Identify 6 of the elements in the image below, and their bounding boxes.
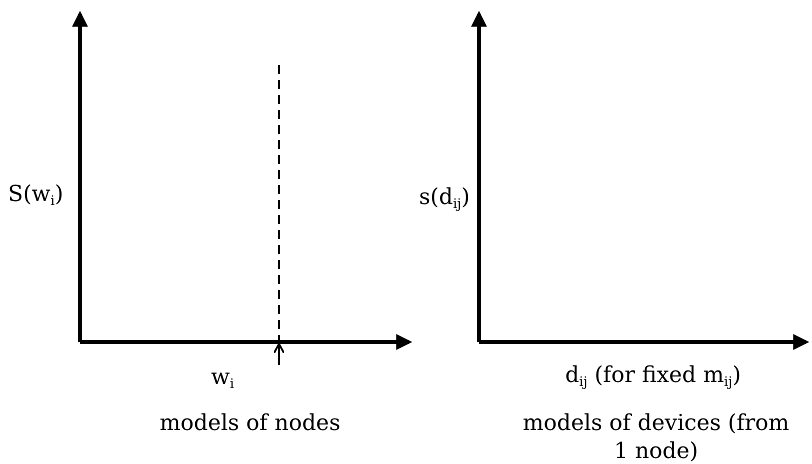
axis-label: s(d$_{ij}$)	[419, 184, 470, 212]
axis-label: w$_{i}$	[211, 364, 234, 392]
caption: models of devices (from 1 node)	[522, 410, 790, 464]
axis-label: S(w$_{i}$)	[8, 181, 64, 209]
axis-label: d$_{ij}$ (for fixed m$_{ij}$)	[564, 362, 742, 390]
caption: models of nodes	[158, 410, 342, 438]
